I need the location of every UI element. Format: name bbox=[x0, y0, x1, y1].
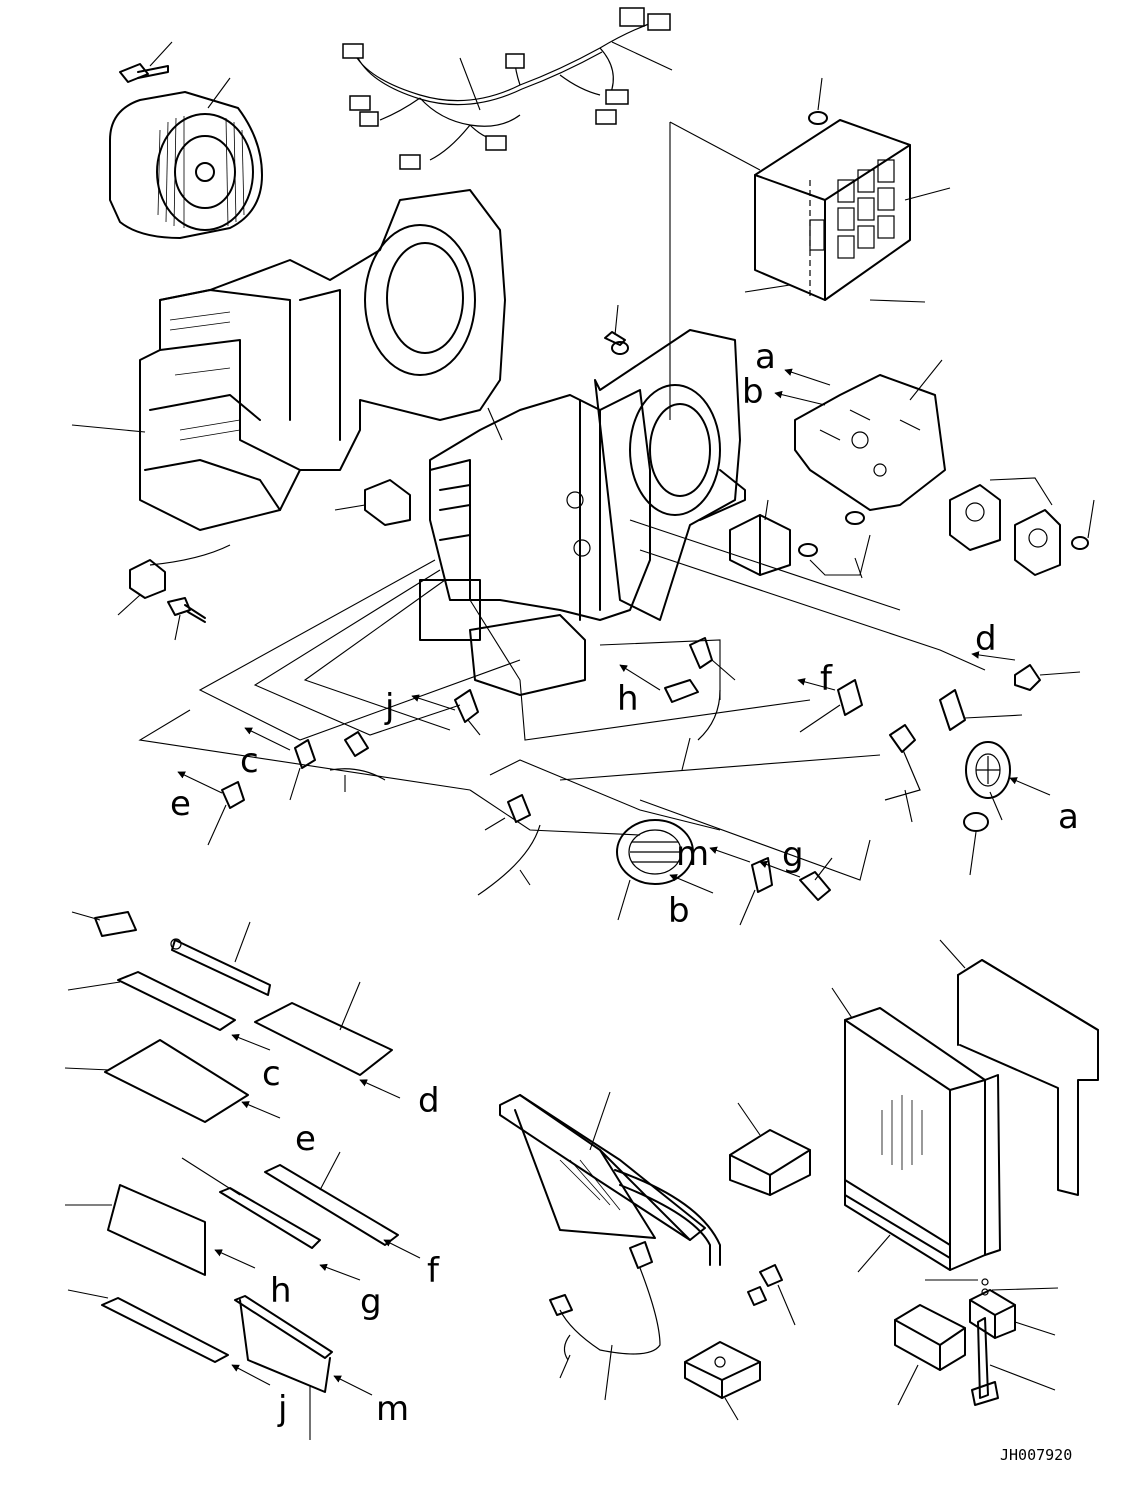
heater-core bbox=[499, 1091, 721, 1266]
callout-j-middle: j bbox=[384, 687, 394, 727]
center-housing bbox=[419, 389, 651, 696]
bolt-lower-right bbox=[971, 1317, 1056, 1406]
callout-a-top: a bbox=[755, 337, 776, 377]
foam-pad bbox=[684, 1341, 761, 1421]
callout-labels: a b a b c c d d e e f f g g h h j j m m bbox=[170, 337, 1079, 1429]
callout-g-lower: g bbox=[360, 1282, 382, 1322]
rod-right bbox=[884, 724, 921, 823]
insulator-block bbox=[894, 1304, 966, 1406]
sensor-with-wire bbox=[117, 544, 231, 616]
damper-plates bbox=[64, 911, 421, 1440]
callout-d-middle: d bbox=[975, 619, 997, 659]
screw-housing-top bbox=[604, 304, 629, 355]
callout-f-middle: f bbox=[820, 659, 833, 699]
callout-arrows bbox=[177, 368, 1051, 894]
lever-g-1 bbox=[739, 857, 773, 926]
rod-center bbox=[477, 794, 541, 896]
servo-motors bbox=[949, 477, 1095, 576]
callout-b-top: b bbox=[742, 372, 764, 412]
callout-j-lower: j bbox=[277, 1389, 287, 1429]
lever-f bbox=[799, 679, 863, 733]
evaporator-core bbox=[831, 987, 1001, 1273]
screw-top-right bbox=[808, 77, 828, 125]
bolt-left-middle bbox=[167, 597, 206, 641]
linkage-guide-lines bbox=[138, 519, 986, 881]
rod-h bbox=[664, 679, 721, 771]
lever-e bbox=[207, 781, 245, 846]
filter-cage bbox=[744, 119, 951, 303]
expansion-valve bbox=[925, 1278, 1059, 1339]
duct-piece bbox=[729, 1102, 811, 1196]
clips-small bbox=[747, 1264, 796, 1326]
damper-grille-b bbox=[616, 819, 694, 921]
callout-d-lower: d bbox=[418, 1081, 440, 1121]
left-housing bbox=[71, 189, 506, 531]
callout-e-middle: e bbox=[170, 784, 191, 824]
callout-h-middle: h bbox=[617, 679, 639, 719]
callout-c-lower: c bbox=[262, 1054, 281, 1094]
callout-b-middle: b bbox=[668, 891, 690, 931]
lever-right-1 bbox=[939, 689, 1023, 731]
clip-upper-h bbox=[689, 637, 736, 681]
drawing-reference-number: JH007920 bbox=[1000, 1446, 1072, 1464]
callout-h-lower: h bbox=[270, 1271, 292, 1311]
callout-e-lower: e bbox=[295, 1119, 316, 1159]
callout-c-middle: c bbox=[240, 741, 259, 781]
right-housing bbox=[594, 329, 746, 621]
lever-g-2 bbox=[799, 857, 833, 901]
callout-m-middle: m bbox=[676, 834, 709, 874]
actuator-housing bbox=[794, 359, 946, 511]
bolt-top-left bbox=[119, 41, 173, 83]
damper-wheel-a bbox=[965, 741, 1011, 821]
lever-c-1 bbox=[289, 739, 316, 801]
wire-harness bbox=[342, 7, 673, 170]
callout-a-right: a bbox=[1058, 797, 1079, 837]
link-arm-d bbox=[1014, 664, 1081, 691]
grommet-right bbox=[963, 812, 989, 876]
resistor-block bbox=[729, 499, 791, 576]
blower-fan-assembly bbox=[109, 77, 263, 239]
callout-g-middle: g bbox=[782, 835, 804, 875]
lever-c-2 bbox=[329, 731, 386, 792]
temp-sensor-wire bbox=[549, 1241, 661, 1401]
callout-f-lower: f bbox=[427, 1251, 440, 1291]
clip-left-middle bbox=[334, 479, 411, 526]
screws-middle-right bbox=[798, 511, 871, 579]
callout-m-lower: m bbox=[376, 1389, 409, 1429]
lever-j bbox=[454, 689, 481, 736]
evaporator-cover bbox=[939, 939, 1099, 1196]
